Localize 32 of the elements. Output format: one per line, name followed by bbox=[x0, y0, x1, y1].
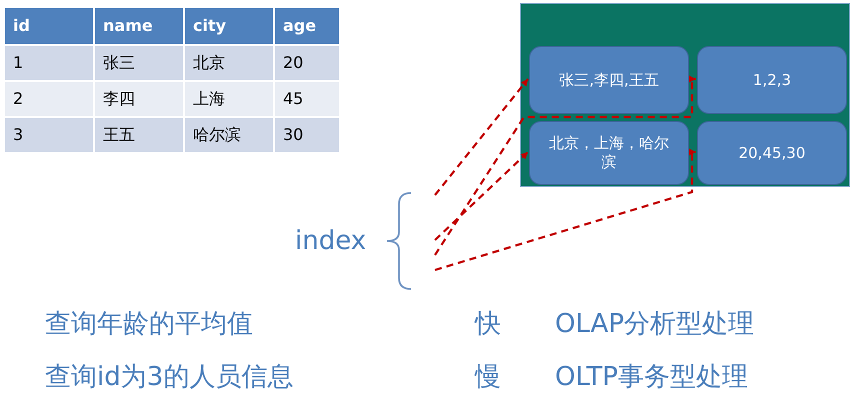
table-cell: 北京 bbox=[185, 46, 273, 80]
table-cell: 哈尔滨 bbox=[185, 118, 273, 152]
query-text: 查询年龄的平均值 bbox=[45, 308, 254, 341]
processing-type-text: OLAP分析型处理 bbox=[555, 308, 756, 341]
table-cell: 45 bbox=[275, 82, 339, 116]
query-text: 查询id为3的人员信息 bbox=[45, 361, 294, 394]
panel-background bbox=[520, 3, 850, 187]
table-cell: 2 bbox=[5, 82, 93, 116]
processing-type-text: OLTP事务型处理 bbox=[555, 361, 749, 394]
table-cell: 30 bbox=[275, 118, 339, 152]
table-cell: 1 bbox=[5, 46, 93, 80]
header-cell: id bbox=[5, 8, 93, 44]
table-cell: 20 bbox=[275, 46, 339, 80]
dashed-arrow bbox=[434, 151, 529, 241]
table-cell: 张三 bbox=[95, 46, 183, 80]
table-cell: 李四 bbox=[95, 82, 183, 116]
header-cell: name bbox=[95, 8, 183, 44]
speed-text: 慢 bbox=[474, 361, 502, 394]
header-cell: age bbox=[275, 8, 339, 44]
value-box: 张三,李四,王五 bbox=[529, 46, 689, 114]
value-box: 20,45,30 bbox=[697, 121, 847, 185]
value-box: 1,2,3 bbox=[697, 46, 847, 114]
speed-text: 快 bbox=[473, 308, 502, 341]
index-label: index bbox=[295, 225, 366, 258]
header-cell: city bbox=[185, 8, 273, 44]
table-cell: 3 bbox=[5, 118, 93, 152]
value-box: 北京，上海，哈尔滨 bbox=[529, 121, 689, 185]
table-cell: 上海 bbox=[185, 82, 273, 116]
dashed-arrow bbox=[434, 148, 696, 272]
dashed-arrow bbox=[434, 78, 529, 196]
table-cell: 王五 bbox=[95, 118, 183, 152]
dashed-arrow bbox=[434, 76, 696, 256]
